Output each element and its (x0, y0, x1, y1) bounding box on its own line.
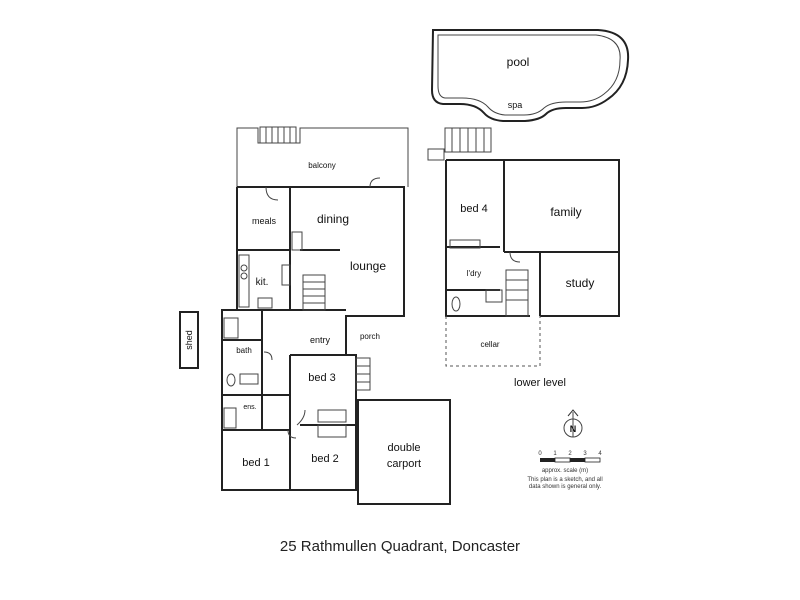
carport-label-line2: carport (387, 458, 421, 470)
north-label: N (570, 424, 577, 434)
scale-tick-0: 0 (538, 451, 542, 457)
scale-tick-3: 3 (583, 451, 587, 457)
pool-area: pool spa (430, 29, 630, 122)
scale-note-line1: This plan is a sketch, and all (527, 477, 602, 483)
entry-label: entry (310, 335, 331, 345)
address-caption: 25 Rathmullen Quadrant, Doncaster (279, 538, 521, 555)
carport-label-line1: double (387, 442, 420, 454)
lower-level-label: lower level (514, 377, 566, 389)
scale-caption: approx. scale (m) (542, 468, 588, 474)
shed-label: shed (184, 330, 194, 350)
balcony (236, 127, 409, 187)
upper-level: balcony (221, 126, 409, 491)
scale-tick-4: 4 (598, 451, 602, 457)
kit-label: kit. (256, 277, 269, 288)
cellar-label: cellar (480, 340, 499, 349)
ldry-label: l'dry (467, 269, 481, 278)
double-carport: double carport (357, 399, 451, 505)
bed3-label: bed 3 (308, 372, 336, 384)
porch-label: porch (360, 332, 380, 341)
bed1-label: bed 1 (242, 457, 270, 469)
shed: shed (179, 311, 199, 369)
dining-label: dining (317, 212, 349, 226)
meals-label: meals (252, 216, 277, 226)
bath-label: bath (236, 346, 252, 355)
study-label: study (566, 276, 595, 290)
pool-label: pool (507, 55, 530, 69)
bed2-label: bed 2 (311, 453, 339, 465)
scale-bar: 0 1 2 3 4 approx. scale (m) This plan is… (527, 451, 602, 490)
family-label: family (550, 205, 581, 219)
spa-label: spa (508, 100, 523, 110)
legend: N 0 1 2 3 4 approx. scale (m) This plan … (527, 409, 603, 490)
bed4-label: bed 4 (460, 203, 488, 215)
scale-tick-2: 2 (568, 451, 572, 457)
balcony-label: balcony (308, 161, 336, 170)
scale-tick-1: 1 (553, 451, 557, 457)
scale-note-line2: data shown is general only. (529, 484, 602, 490)
lounge-label: lounge (350, 259, 386, 273)
north-arrow-icon: N (563, 409, 583, 438)
lower-level: bed 4 family l'dry study cellar lower le… (427, 127, 620, 389)
ens-label: ens. (243, 404, 256, 411)
